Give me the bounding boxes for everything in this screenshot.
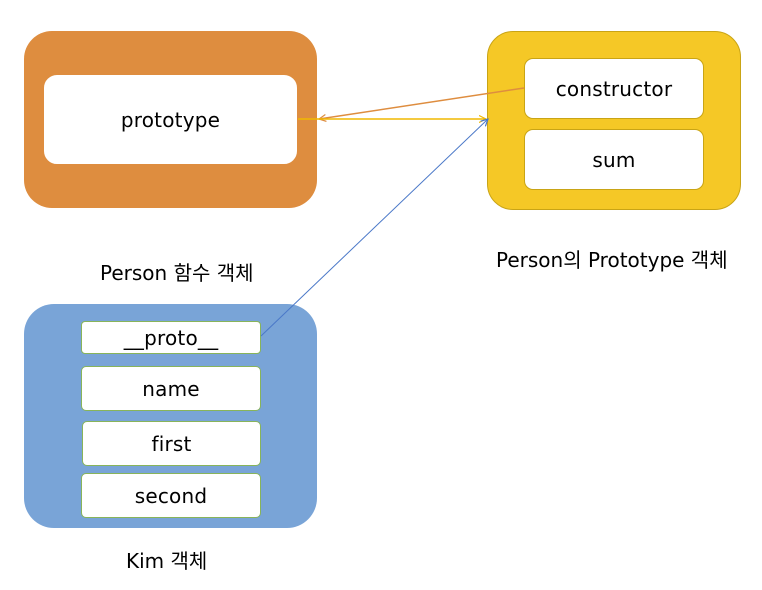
person-prototype-caption: Person의 Prototype 객체 <box>496 248 728 272</box>
prototype-field: prototype <box>43 74 298 165</box>
kim-caption: Kim 객체 <box>126 549 208 573</box>
sum-field: sum <box>524 129 704 190</box>
first-field: first <box>82 421 261 466</box>
proto-field: __proto__ <box>81 321 261 354</box>
person-function-caption: Person 함수 객체 <box>100 261 254 285</box>
second-field: second <box>81 473 261 518</box>
name-field: name <box>81 366 261 411</box>
constructor-field: constructor <box>524 58 704 119</box>
